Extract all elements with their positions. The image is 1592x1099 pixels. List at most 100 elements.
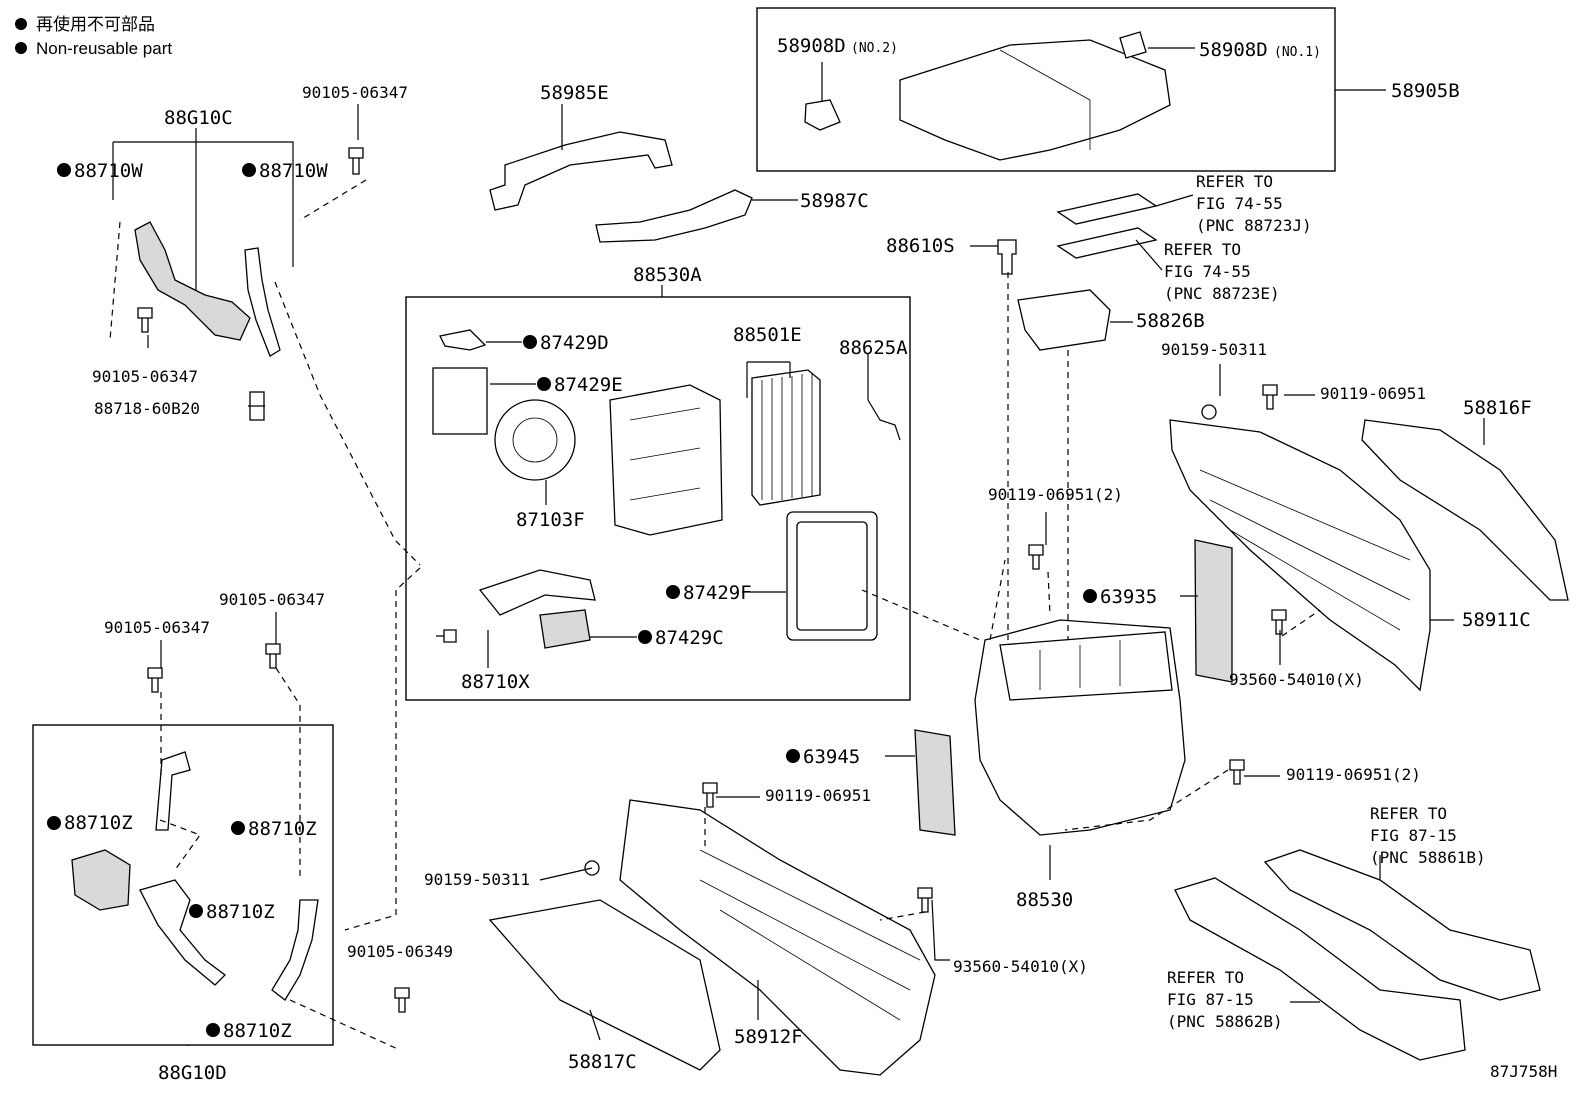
- pad-63945-shape: [914, 729, 956, 836]
- label-90105-06349: 90105-06349: [347, 942, 453, 961]
- label-58987C: 58987C: [800, 190, 869, 212]
- label-87429C: 87429C: [655, 627, 724, 649]
- label-58908D-no1-suffix: (NO.1): [1274, 45, 1321, 60]
- leader-lines: [112, 47, 1485, 1046]
- tray-58826B-shape: [1017, 289, 1111, 351]
- panel-58912F-ribs-shape: [699, 849, 921, 1021]
- ref3-line3: (PNC 58861B): [1370, 848, 1486, 867]
- label-88530A: 88530A: [633, 264, 702, 286]
- hose-88G10D-right-shape: [271, 899, 319, 1001]
- label-90159-50311-top: 90159-50311: [1161, 340, 1267, 359]
- label-63935: 63935: [1100, 586, 1157, 608]
- label-58908D-no2-suffix: (NO.2): [851, 41, 898, 56]
- bolt-shape: [137, 307, 153, 333]
- label-58912F: 58912F: [734, 1026, 803, 1048]
- insulator-87429C-shape: [539, 609, 591, 649]
- latch-no2-shape: [804, 99, 841, 131]
- label-88710X: 88710X: [461, 671, 530, 693]
- label-90105-06347-mid: 90105-06347: [92, 367, 198, 386]
- panel-58816F-shape: [1361, 419, 1569, 601]
- hose-88G10D-shape: [139, 879, 226, 986]
- non-reusable-marker-icon: [231, 821, 245, 835]
- panel-58817C-shape: [488, 899, 721, 1071]
- non-reusable-marker-icon: [1083, 589, 1097, 603]
- non-reusable-marker-icon: [189, 904, 203, 918]
- legend-bullet-icon: [15, 18, 27, 30]
- case-shape: [609, 384, 723, 536]
- ref3-line1: REFER TO: [1370, 804, 1447, 823]
- label-88710W-right: 88710W: [259, 160, 328, 182]
- duct-88710X-shape: [478, 569, 596, 616]
- panel-58911C-shape: [1169, 419, 1431, 692]
- label-90119-06951-2-upper: 90119-06951(2): [988, 485, 1123, 504]
- label-88625A: 88625A: [839, 337, 908, 359]
- wire-88625A-shape: [867, 399, 901, 441]
- label-87429D: 87429D: [540, 332, 609, 354]
- bolt-shape: [917, 887, 933, 913]
- evaporator-88501E-shape: [751, 369, 821, 506]
- non-reusable-marker-icon: [47, 816, 61, 830]
- figure-code: 87J758H: [1490, 1062, 1557, 1081]
- panel-58911C-ribs-shape: [1199, 469, 1411, 631]
- label-88G10D: 88G10D: [158, 1062, 227, 1084]
- case-grid-shape: [629, 407, 701, 501]
- lid-seam-shape: [999, 49, 1091, 150]
- label-90119-06951-2-lower: 90119-06951(2): [1286, 765, 1421, 784]
- group-box-88G10D: [32, 724, 334, 1046]
- ref3-line2: FIG 87-15: [1370, 826, 1457, 845]
- non-reusable-marker-icon: [57, 163, 71, 177]
- gasket-87429F-inner-shape: [796, 521, 868, 631]
- label-58817C: 58817C: [568, 1051, 637, 1073]
- non-reusable-marker-icon: [786, 749, 800, 763]
- label-88710Z-4: 88710Z: [223, 1020, 292, 1042]
- label-88710Z-3: 88710Z: [206, 901, 275, 923]
- latch-no1-shape: [1119, 31, 1147, 59]
- bolt-shape: [265, 643, 281, 669]
- non-reusable-marker-icon: [666, 585, 680, 599]
- legend: 再使用不可部品 Non-reusable part: [15, 14, 172, 58]
- label-58905B: 58905B: [1391, 80, 1460, 102]
- label-88710Z-2: 88710Z: [248, 818, 317, 840]
- part-labels: 88G10C 88710W 88710W 90105-06347 90105-0…: [64, 35, 1557, 1084]
- label-88610S: 88610S: [886, 235, 955, 257]
- ref2-line2: FIG 74-55: [1164, 262, 1251, 281]
- ref4-line2: FIG 87-15: [1167, 990, 1254, 1009]
- label-93560-54010-upper: 93560-54010(X): [1229, 670, 1364, 689]
- bolt-88710X-shape: [436, 629, 457, 643]
- label-87103F: 87103F: [516, 509, 585, 531]
- pad-88723E-shape: [1056, 227, 1158, 259]
- label-88530: 88530: [1016, 889, 1073, 911]
- label-90119-06951-top: 90119-06951: [1320, 384, 1426, 403]
- non-reusable-marker-icon: [537, 377, 551, 391]
- label-58908D-no1: 58908D: [1199, 39, 1268, 61]
- label-90105-06347-left: 90105-06347: [104, 618, 210, 637]
- ref1-line1: REFER TO: [1196, 172, 1273, 191]
- legend-line-japanese: 再使用不可部品: [36, 14, 155, 34]
- bolt-shape: [1229, 759, 1245, 785]
- bracket-88G10D-shape: [71, 849, 131, 911]
- label-87429E: 87429E: [554, 374, 623, 396]
- non-reusable-marker-icon: [242, 163, 256, 177]
- bracket-58987C-shape: [595, 189, 753, 243]
- label-58826B: 58826B: [1136, 310, 1205, 332]
- legend-bullet-icon: [15, 42, 27, 54]
- pipe-88G10D-shape: [155, 751, 191, 831]
- bolt-shape: [348, 147, 364, 175]
- panel-58912F-shape: [619, 799, 936, 1076]
- label-93560-54010-lower: 93560-54010(X): [953, 957, 1088, 976]
- bolt-shape: [1271, 609, 1287, 635]
- label-58908D-no2: 58908D: [777, 35, 846, 57]
- blower-fan-shape: [512, 417, 558, 463]
- pad-88723J-shape: [1056, 193, 1158, 225]
- bolt-shape: [147, 667, 163, 693]
- lid-58905B-shape: [899, 39, 1171, 161]
- label-63945: 63945: [803, 746, 860, 768]
- legend-line-english: Non-reusable part: [36, 39, 172, 58]
- label-88501E: 88501E: [733, 324, 802, 346]
- label-90105-06347-right: 90105-06347: [219, 590, 325, 609]
- non-reusable-marker-icon: [206, 1023, 220, 1037]
- non-reusable-markers: [47, 163, 1097, 1037]
- label-87429F: 87429F: [683, 582, 752, 604]
- ref1-line3: (PNC 88723J): [1196, 216, 1312, 235]
